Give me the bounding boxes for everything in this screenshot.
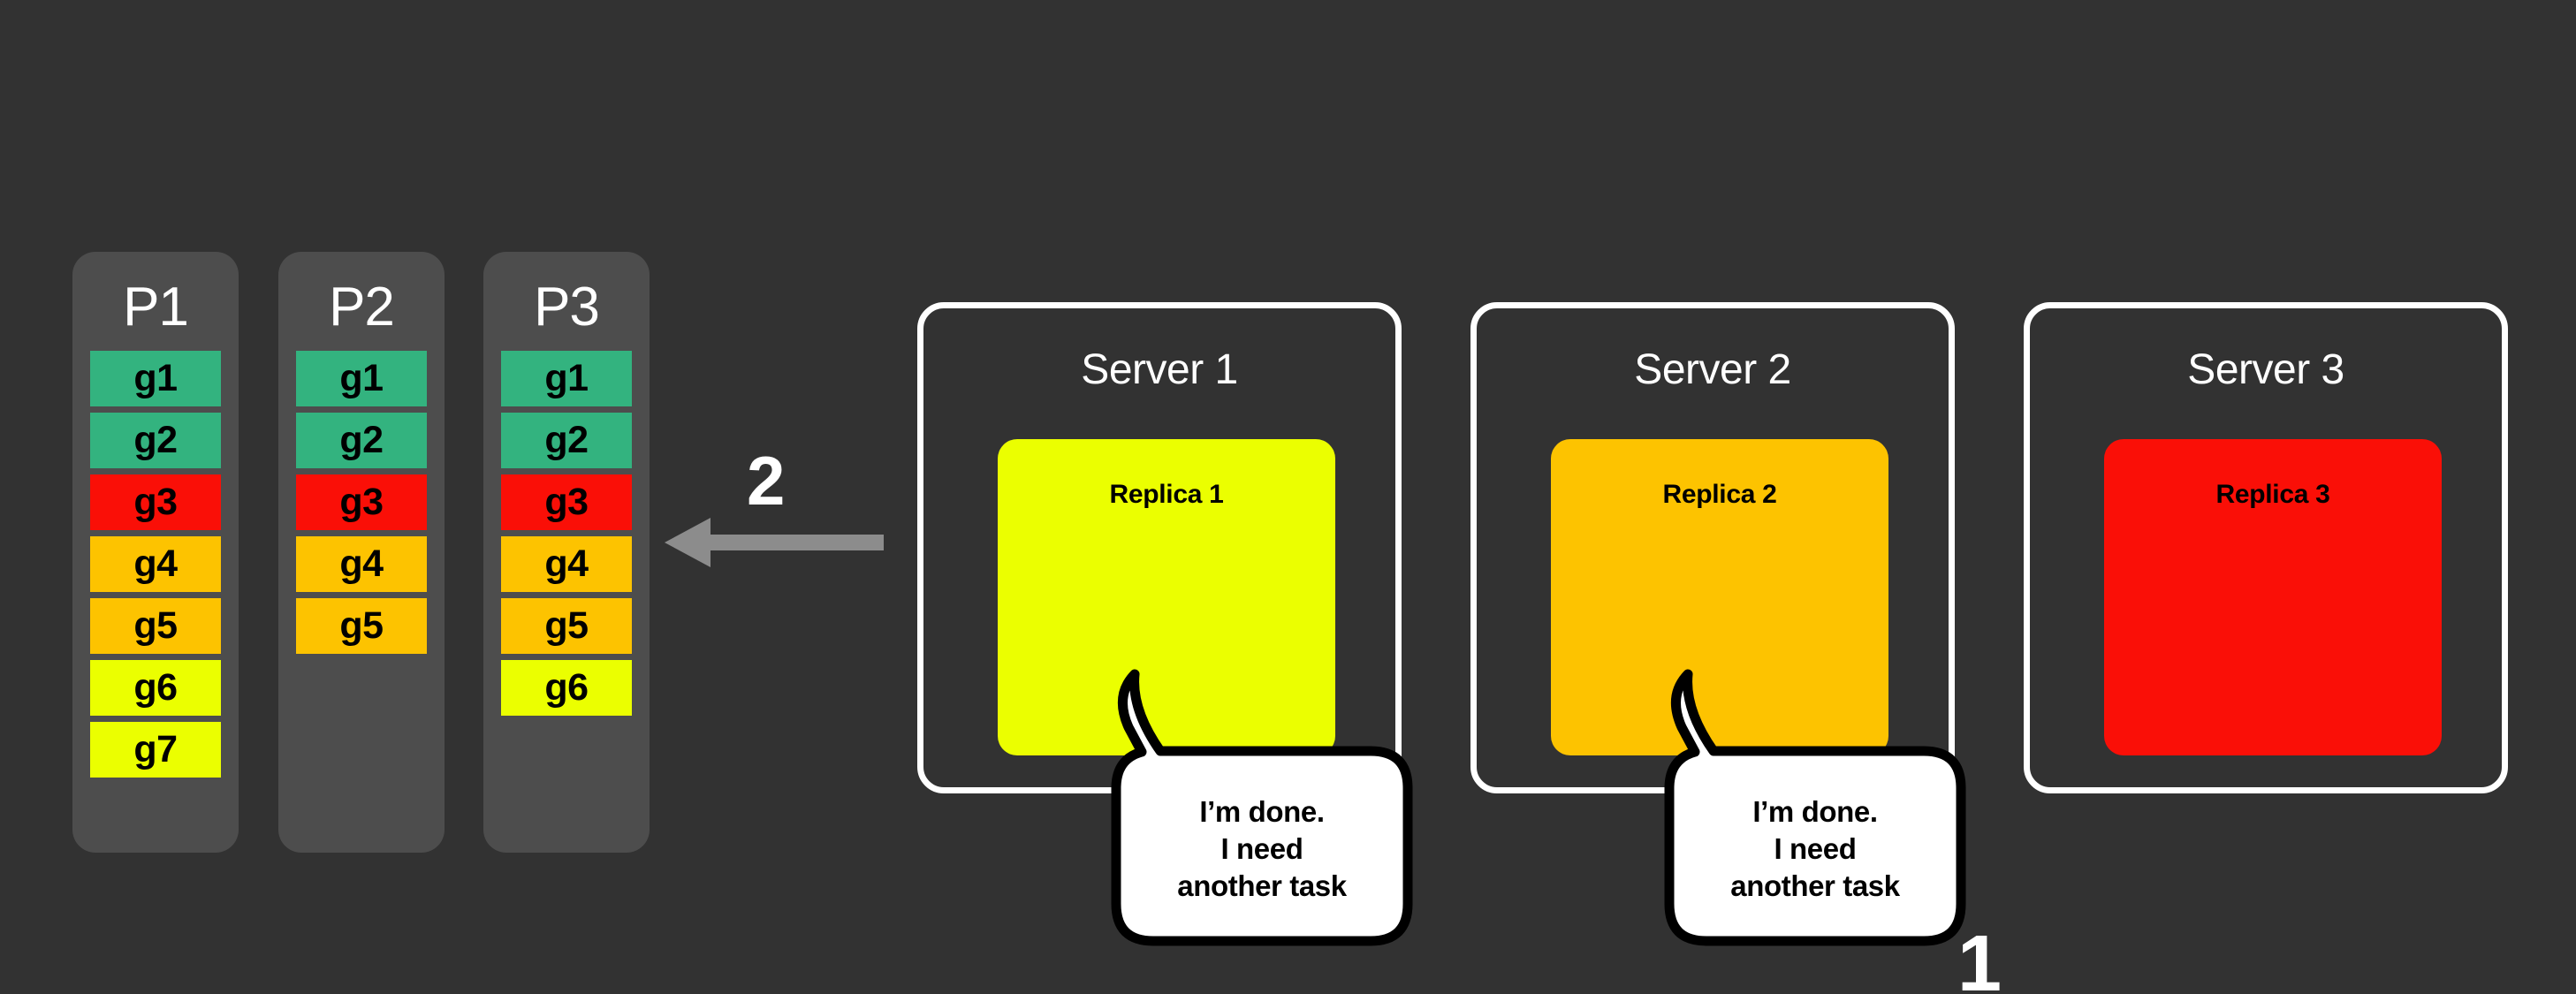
group-list: g1 g2 g3 g4 g5 g6 g7 (72, 351, 239, 778)
group-block[interactable]: g1 (296, 351, 427, 406)
group-block[interactable]: g4 (296, 536, 427, 592)
group-block[interactable]: g7 (90, 722, 221, 778)
speech-bubble-server-1[interactable]: I’m done. I need another task (1111, 669, 1413, 946)
replica-box-2[interactable]: Replica 2 (1551, 439, 1888, 755)
group-block[interactable]: g2 (501, 413, 632, 468)
replica-box-1[interactable]: Replica 1 (998, 439, 1335, 755)
partition-column-p3[interactable]: P3 g1 g2 g3 g4 g5 g6 (483, 252, 650, 853)
bubble-line-1: I’m done. (1199, 795, 1325, 828)
replica-label: Replica 2 (1662, 480, 1777, 509)
replica-box-3[interactable]: Replica 3 (2104, 439, 2442, 755)
server-box-3[interactable]: Server 3 Replica 3 (2024, 302, 2508, 793)
group-block[interactable]: g2 (90, 413, 221, 468)
partition-column-p1[interactable]: P1 g1 g2 g3 g4 g5 g6 g7 (72, 252, 239, 853)
group-block[interactable]: g5 (90, 598, 221, 654)
server-title: Server 2 (1634, 346, 1791, 393)
speech-bubble-server-2[interactable]: I’m done. I need another task (1664, 669, 1966, 946)
bubble-line-2: I need (1774, 832, 1857, 866)
group-list: g1 g2 g3 g4 g5 (278, 351, 445, 654)
group-block[interactable]: g5 (501, 598, 632, 654)
server-title: Server 3 (2187, 346, 2344, 393)
bubble-text-block: I’m done. I need another task (1112, 793, 1412, 906)
group-block[interactable]: g1 (90, 351, 221, 406)
partition-title: P1 (123, 277, 189, 338)
group-block[interactable]: g1 (501, 351, 632, 406)
group-block[interactable]: g6 (90, 660, 221, 716)
partition-title: P3 (534, 277, 600, 338)
group-block[interactable]: g3 (296, 474, 427, 530)
bubble-line-3: another task (1730, 869, 1900, 903)
server-box-1[interactable]: Server 1 Replica 1 (917, 302, 1402, 793)
bubble-line-1: I’m done. (1752, 795, 1878, 828)
server-title: Server 1 (1081, 346, 1238, 393)
step-number-2: 2 (747, 442, 786, 520)
partition-title: P2 (329, 277, 395, 338)
replica-label: Replica 3 (2215, 480, 2330, 509)
group-block[interactable]: g5 (296, 598, 427, 654)
group-block[interactable]: g3 (501, 474, 632, 530)
bubble-line-3: another task (1177, 869, 1347, 903)
replica-label: Replica 1 (1109, 480, 1224, 509)
bubble-text-block: I’m done. I need another task (1665, 793, 1965, 906)
group-block[interactable]: g4 (501, 536, 632, 592)
group-block[interactable]: g4 (90, 536, 221, 592)
group-list: g1 g2 g3 g4 g5 g6 (483, 351, 650, 716)
group-block[interactable]: g3 (90, 474, 221, 530)
step-number-1: 1 (1957, 920, 2002, 994)
partition-column-p2[interactable]: P2 g1 g2 g3 g4 g5 (278, 252, 445, 853)
group-block[interactable]: g6 (501, 660, 632, 716)
flow-arrow-left (665, 518, 884, 567)
bubble-line-2: I need (1220, 832, 1303, 866)
server-box-2[interactable]: Server 2 Replica 2 (1470, 302, 1955, 793)
group-block[interactable]: g2 (296, 413, 427, 468)
